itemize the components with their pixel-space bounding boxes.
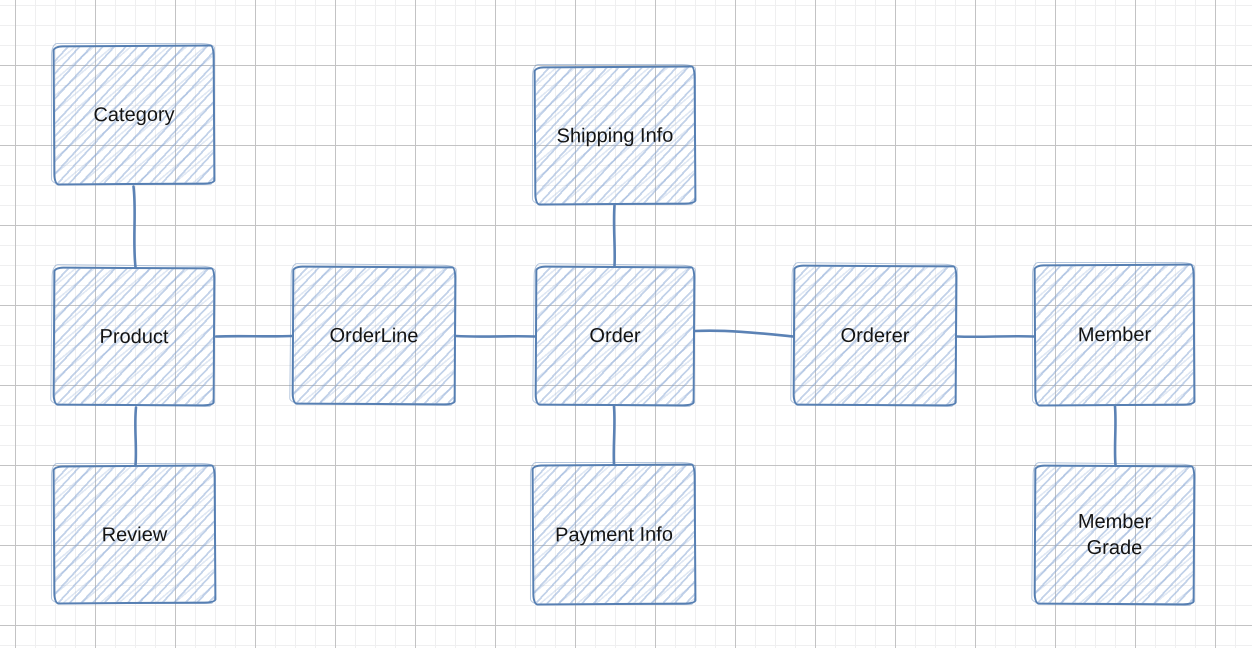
edge-order-orderer[interactable] [693, 329, 795, 338]
node-label: Member [1077, 323, 1152, 347]
edge-order-paymentinfo[interactable] [612, 405, 616, 466]
edge-product-orderline[interactable] [214, 334, 294, 338]
node-label: Member Grade [1077, 510, 1152, 560]
node-product[interactable]: Product [52, 266, 216, 407]
edge-orderer-member[interactable] [955, 334, 1036, 339]
node-order[interactable]: Order [534, 265, 696, 407]
node-label: Order [589, 324, 641, 348]
node-label: Orderer [840, 324, 910, 347]
node-shipping-info[interactable]: Shipping Info [533, 65, 697, 206]
node-label: Shipping Info [556, 124, 674, 147]
node-payment-info[interactable]: Payment Info [531, 463, 697, 606]
node-orderline[interactable]: OrderLine [291, 265, 457, 406]
edge-member-membergrade[interactable] [1113, 405, 1117, 467]
node-category[interactable]: Category [52, 44, 216, 186]
node-label: Category [93, 103, 175, 127]
edge-category-product[interactable] [132, 185, 137, 269]
node-label: Payment Info [555, 523, 673, 546]
node-label: Product [99, 325, 169, 348]
node-label: OrderLine [329, 324, 419, 347]
edge-shippinginfo-order[interactable] [612, 204, 617, 268]
node-member-grade[interactable]: Member Grade [1033, 464, 1196, 606]
node-member[interactable]: Member [1033, 263, 1196, 407]
node-label: Review [101, 523, 168, 546]
node-review[interactable]: Review [52, 464, 217, 605]
node-orderer[interactable]: Orderer [792, 264, 958, 407]
edge-product-review[interactable] [133, 406, 138, 467]
edge-orderline-order[interactable] [454, 334, 537, 338]
